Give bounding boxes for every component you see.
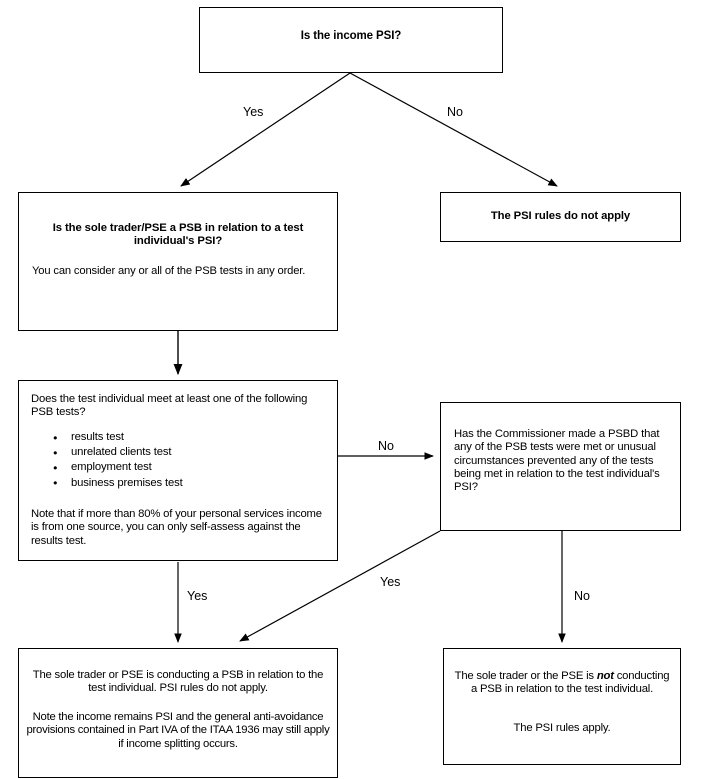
list-item: unrelated clients test [37,445,327,460]
list-item: employment test [37,460,327,475]
node-not-conducting-psb[interactable]: The sole trader or the PSE is not conduc… [443,648,681,765]
edge-label-top-yes: Yes [243,105,264,119]
node-commissioner-psbd-text: Has the Commissioner made a PSBD that an… [454,428,660,494]
edge-top-no [349,72,558,187]
node-psb-tests-question[interactable]: Does the test individual meet at least o… [18,380,338,561]
edge-label-top-no: No [447,105,463,119]
not-conducting-psb-text-b: conducting a PSB in relation to the test… [470,670,670,696]
node-is-conducting-psb-para1: The sole trader or PSE is conducting a P… [32,669,324,695]
psb-tests-list: results test unrelated clients test empl… [37,429,327,491]
edge-label-psbd-yes: Yes [380,575,401,589]
node-sole-trader-heading: Is the sole trader/PSE a PSB in relation… [52,222,304,248]
node-sole-trader-body: You can consider any or all of the PSB t… [32,265,306,277]
node-psb-tests-note: Note that if more than 80% of your perso… [31,508,322,547]
node-is-income-psi-text: Is the income PSI? [300,30,402,42]
not-conducting-psb-emphasis: not [596,670,614,682]
list-item: results test [37,429,327,445]
list-item: business premises test [37,475,327,491]
node-sole-trader-pse-psb[interactable]: Is the sole trader/PSE a PSB in relation… [18,192,338,331]
not-conducting-psb-text-a: The sole trader or the PSE is [454,670,597,682]
node-is-conducting-psb-para2: Note the income remains PSI and the gene… [26,711,330,750]
edge-label-tests-no: No [378,439,394,453]
node-not-conducting-psb-para2: The PSI rules apply. [513,722,611,734]
node-not-conducting-psb-para1: The sole trader or the PSE is not conduc… [454,670,670,697]
node-psi-rules-do-not-apply[interactable]: The PSI rules do not apply [440,192,681,242]
node-psi-rules-do-not-apply-text: The PSI rules do not apply [490,210,631,222]
node-is-income-psi[interactable]: Is the income PSI? [199,7,503,73]
edge-label-tests-yes: Yes [187,589,208,603]
node-psb-tests-question-text: Does the test individual meet at least o… [31,393,308,419]
node-is-conducting-psb[interactable]: The sole trader or PSE is conducting a P… [18,648,338,778]
edge-label-psbd-no: No [574,589,590,603]
edge-top-yes [180,72,351,187]
node-commissioner-psbd[interactable]: Has the Commissioner made a PSBD that an… [440,402,681,531]
